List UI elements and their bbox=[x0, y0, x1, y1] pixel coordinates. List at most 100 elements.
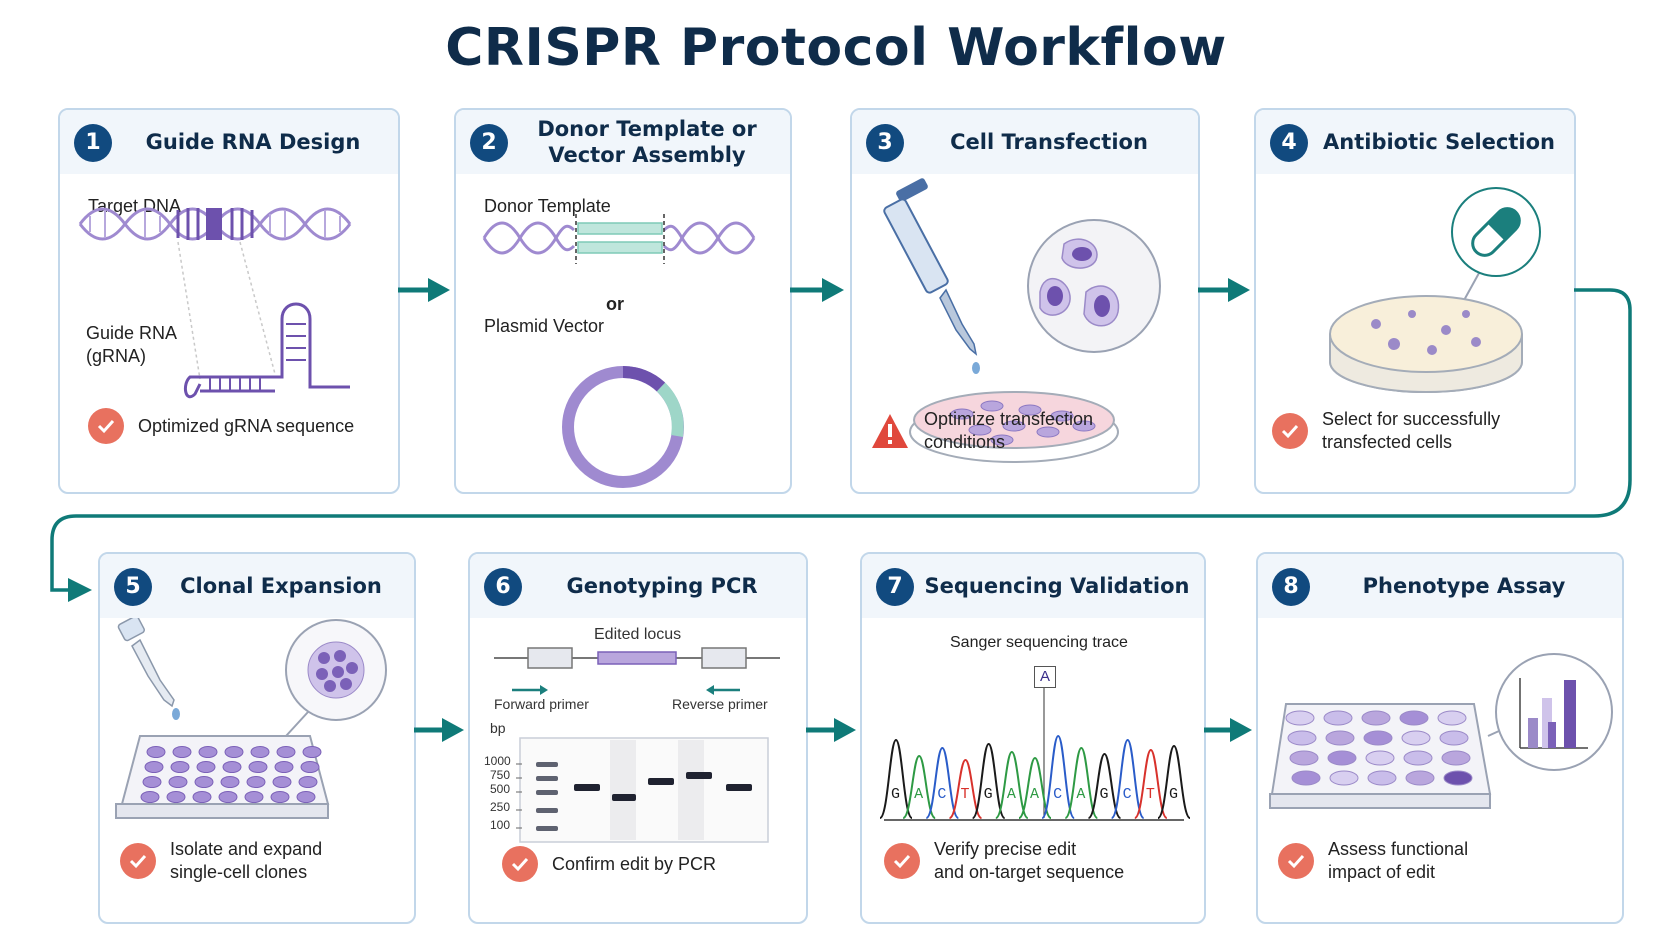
donor-insert bbox=[577, 222, 663, 254]
well bbox=[1441, 750, 1471, 766]
base-call: G bbox=[1169, 786, 1179, 803]
step-card-8: 8 Phenotype Assay Assess functional impa… bbox=[1256, 552, 1624, 924]
genotyping-pcr-illustration bbox=[494, 647, 780, 843]
base-call: A bbox=[1006, 786, 1016, 803]
well bbox=[1287, 730, 1317, 746]
gel-image bbox=[516, 737, 769, 843]
card-header bbox=[862, 554, 1204, 618]
step-note: Select for successfully transfected cell… bbox=[1272, 408, 1500, 454]
well bbox=[296, 791, 316, 803]
well bbox=[246, 776, 266, 788]
well bbox=[198, 746, 218, 758]
step-card-2: 2 Donor Template or Vector Assembly Dono… bbox=[454, 108, 792, 494]
well bbox=[1443, 770, 1473, 786]
well bbox=[220, 776, 240, 788]
guide-rna-label: Guide RNA (gRNA) bbox=[86, 323, 178, 366]
base-call: T bbox=[960, 786, 970, 803]
transfection-illustration bbox=[883, 178, 1161, 463]
pipette-icon bbox=[117, 618, 180, 720]
well bbox=[168, 776, 188, 788]
note-text: Optimized gRNA sequence bbox=[138, 415, 355, 436]
well bbox=[1437, 710, 1467, 726]
step-title: Phenotype Assay bbox=[1362, 574, 1566, 598]
well bbox=[248, 761, 268, 773]
step-title: Clonal Expansion bbox=[180, 574, 382, 598]
well bbox=[170, 761, 190, 773]
pipette-icon bbox=[883, 178, 980, 374]
well bbox=[222, 761, 242, 773]
dna-helix-icon bbox=[78, 207, 352, 241]
ladder-tick-label: 1000 bbox=[484, 754, 511, 768]
trace-peak bbox=[971, 742, 1006, 819]
base-call: G bbox=[891, 786, 901, 803]
well bbox=[224, 746, 244, 758]
row-connector-arrow bbox=[50, 288, 1632, 602]
well bbox=[1361, 710, 1391, 726]
locus-map bbox=[494, 647, 780, 669]
trace-peak bbox=[1133, 748, 1168, 819]
well bbox=[272, 776, 292, 788]
base-call: C bbox=[1053, 786, 1063, 803]
step-title: Sequencing Validation bbox=[924, 574, 1190, 598]
antibiotic-selection-illustration bbox=[1329, 187, 1541, 393]
petri-dish-icon bbox=[1329, 295, 1523, 393]
check-icon bbox=[1272, 413, 1308, 449]
well bbox=[1363, 730, 1393, 746]
step-note: Optimized gRNA sequence bbox=[88, 408, 354, 444]
step-card-1: 1 Guide RNA Design Target DNA Guide RNA … bbox=[58, 108, 400, 494]
flow-arrow bbox=[1198, 278, 1250, 302]
step-title: Guide RNA Design bbox=[145, 130, 361, 154]
step-number-badge: 7 bbox=[876, 568, 914, 606]
donor-template-label: Donor Template bbox=[484, 196, 611, 216]
card-header bbox=[1256, 110, 1574, 174]
flow-arrow bbox=[398, 278, 450, 302]
base-call: G bbox=[1099, 786, 1109, 803]
step-note: Optimize transfection conditions bbox=[870, 408, 1093, 454]
trace-peak bbox=[948, 758, 983, 819]
card-header bbox=[456, 110, 790, 174]
step-title: Genotyping PCR bbox=[566, 574, 758, 598]
step-card-7: 7 Sequencing Validation Sanger sequencin… bbox=[860, 552, 1206, 924]
step-number-badge: 8 bbox=[1272, 568, 1310, 606]
check-icon bbox=[120, 843, 156, 879]
step-card-3: 3 Cell Transfection Optimize transfectio… bbox=[850, 108, 1200, 494]
ladder-tick-label: 750 bbox=[490, 768, 511, 782]
edit-marker-box: A bbox=[1034, 666, 1056, 688]
step-number-badge: 2 bbox=[470, 124, 508, 162]
cell-zoom-icon bbox=[1027, 219, 1161, 353]
step-number-badge: 1 bbox=[74, 124, 112, 162]
capsule-zoom-icon bbox=[1451, 187, 1541, 323]
note-text: Optimize transfection conditions bbox=[924, 409, 1094, 452]
well bbox=[192, 791, 212, 803]
trace-peak bbox=[879, 738, 913, 819]
well bbox=[1403, 750, 1433, 766]
note-text: Isolate and expand single-cell clones bbox=[170, 839, 323, 882]
step-title: Cell Transfection bbox=[950, 130, 1148, 154]
well bbox=[250, 746, 270, 758]
alignment-dashes bbox=[177, 241, 276, 380]
well bbox=[274, 761, 294, 773]
trace-peak bbox=[925, 746, 960, 819]
ladder-tick-label: 100 bbox=[490, 818, 511, 832]
trace-peak bbox=[1064, 746, 1099, 819]
step-title: Antibiotic Selection bbox=[1323, 130, 1555, 154]
step-title: Donor Template or Vector Assembly bbox=[537, 117, 757, 167]
check-icon bbox=[502, 846, 538, 882]
step-note: Isolate and expand single-cell clones bbox=[120, 838, 322, 884]
well bbox=[140, 791, 160, 803]
trace-peak bbox=[1087, 752, 1122, 819]
well bbox=[1327, 750, 1357, 766]
well bbox=[172, 746, 192, 758]
petri-dish-icon bbox=[909, 391, 1119, 463]
donor-vector-illustration bbox=[482, 214, 756, 488]
well bbox=[146, 746, 166, 758]
well bbox=[1405, 770, 1435, 786]
well bbox=[276, 746, 296, 758]
well bbox=[1365, 750, 1395, 766]
guide-rna-illustration bbox=[78, 207, 352, 399]
trace-peak bbox=[1041, 734, 1076, 819]
base-call: A bbox=[1030, 786, 1040, 803]
trace-peak bbox=[902, 754, 937, 819]
base-call: C bbox=[937, 786, 947, 803]
well-plate-icon bbox=[1269, 703, 1492, 809]
